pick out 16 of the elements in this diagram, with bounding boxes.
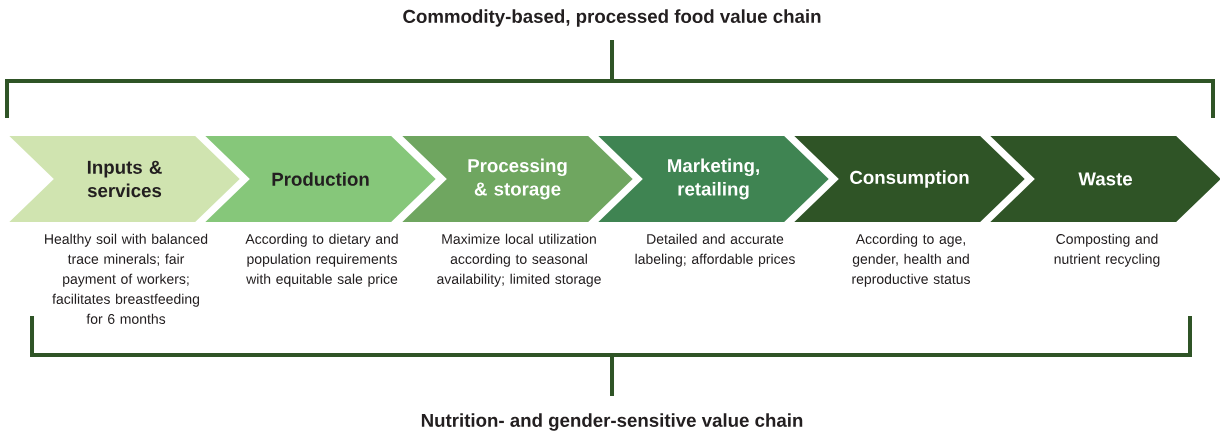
stage-banner: Marketing, retailing xyxy=(598,136,829,222)
step-description: According to dietary and population requirements with equitable sale price xyxy=(245,233,398,287)
stage-banner: Consumption xyxy=(794,136,1025,222)
node-label: Consumption xyxy=(850,170,969,188)
stage-banner: Processing & storage xyxy=(402,136,633,222)
step-description: According to age, gender, health and reproductive status xyxy=(852,233,970,287)
node-label: Waste xyxy=(1078,172,1133,186)
stage-banner: Inputs & services xyxy=(9,136,240,222)
step-description: Composting and nutrient recycling xyxy=(1054,233,1160,267)
stage-banner: Waste xyxy=(990,136,1220,222)
caption: Nutrition- and gender-sensitive value chain xyxy=(421,413,803,431)
step-description: Detailed and accurate labeling; affordable prices xyxy=(635,233,795,267)
step-description: Healthy soil with balanced trace minerals; fair payment of workers; facilitates breastfeeding for 6 months xyxy=(45,233,208,324)
title: Commodity-based, processed food value chain xyxy=(403,9,821,27)
step-description: Maximize local utilization according to seasonal availability; limited storage xyxy=(437,233,601,287)
stage-banner: Production xyxy=(205,136,436,222)
